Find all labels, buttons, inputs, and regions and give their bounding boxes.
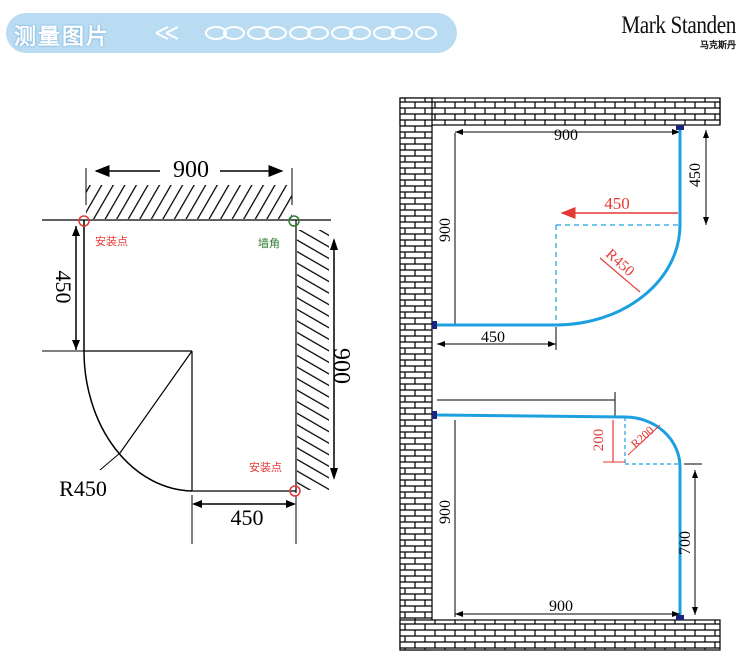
top-plan-right-dimension: 450 xyxy=(687,163,704,187)
install-point-marker-bottom xyxy=(289,485,301,497)
brand-logo: Mark Standen 马克斯丹 xyxy=(601,12,736,51)
left-right-dimension: 900 xyxy=(328,348,354,384)
top-brick-wall xyxy=(399,97,721,126)
left-brick-wall xyxy=(399,97,433,651)
brand-name-cn: 马克斯丹 xyxy=(699,41,736,51)
right-brick-plans: 900 450 900 450 R450 450 xyxy=(399,97,721,651)
left-radius-label: R450 xyxy=(59,476,107,501)
wall-corner-label: 墙角 xyxy=(258,236,280,250)
right-wall-hatch xyxy=(297,230,329,490)
top-plan-left-dimension: 900 xyxy=(437,218,454,242)
brand-name: Mark Standen xyxy=(621,12,736,39)
header-banner: 测量图片 xyxy=(6,13,457,53)
banner-background xyxy=(6,13,457,53)
bottom-plan-enclosure xyxy=(436,413,682,617)
bottom-plan-right-dimension: 700 xyxy=(677,531,694,555)
left-bottom-dimension: 450 xyxy=(231,505,264,530)
left-top-dimension: 900 xyxy=(173,157,209,183)
wall-corner-marker xyxy=(288,215,300,227)
top-plan-top-dimension: 900 xyxy=(554,127,578,144)
install-point-label-bottom: 安装点 xyxy=(249,460,282,474)
page-title: 测量图片 xyxy=(14,25,111,50)
bottom-brick-wall xyxy=(399,619,721,651)
left-side-dimension: 450 xyxy=(51,271,76,304)
top-plan-inner-dimension: 450 xyxy=(604,194,630,213)
left-floor-plan: 900 450 900 R450 450 安装点 墙角 安装点 xyxy=(42,157,354,544)
bottom-plan-height-dimension: 200 xyxy=(591,429,607,452)
top-plan-enclosure xyxy=(437,128,682,327)
install-point-marker-top xyxy=(78,215,90,227)
top-wall-hatch xyxy=(86,185,292,219)
top-plan-bottom-dimension: 450 xyxy=(481,329,505,346)
bottom-plan-bottom-dimension: 900 xyxy=(549,598,573,615)
install-point-label-top: 安装点 xyxy=(95,234,128,248)
bottom-plan-radius-label: R200 xyxy=(628,423,657,451)
bottom-plan-left-dimension: 900 xyxy=(437,500,454,524)
